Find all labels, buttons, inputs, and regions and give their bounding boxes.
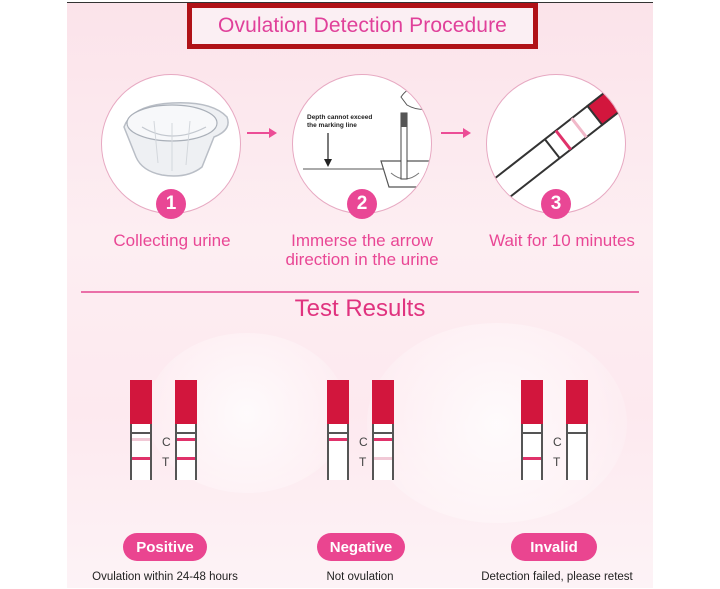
procedure-title: Ovulation Detection Procedure: [218, 14, 507, 37]
svg-text:the marking line: the marking line: [307, 122, 357, 129]
arrow-right-icon: [441, 128, 471, 138]
background-glow: [367, 323, 627, 523]
step-2-label-line-1: Immerse the arrow: [291, 231, 433, 250]
positive-description: Ovulation within 24-48 hours: [92, 571, 238, 583]
negative-description: Not ovulation: [326, 571, 394, 583]
t-marker: T: [359, 455, 367, 469]
c-marker: C: [553, 435, 562, 449]
step-2-number-badge: 2: [347, 189, 377, 219]
t-line-faint: [374, 457, 392, 460]
urine-cup-icon: [123, 102, 229, 177]
arrow-right-icon: [247, 128, 277, 138]
negative-badge: Negative: [317, 533, 405, 561]
step-2-label: Immerse the arrow direction in the urine: [272, 231, 452, 269]
c-line: [374, 438, 392, 441]
step-3-label: Wait for 10 minutes: [489, 231, 635, 250]
c-line: [329, 438, 347, 441]
test-results-title: Test Results: [294, 295, 426, 322]
test-strip: [327, 380, 349, 480]
test-strip: [130, 380, 152, 480]
step-3-number-badge: 3: [541, 189, 571, 219]
t-line: [523, 457, 541, 460]
ovulation-test-poster: Ovulation Detection Procedure 1 Collecti…: [67, 2, 653, 588]
t-line: [177, 457, 195, 460]
c-marker: C: [359, 435, 368, 449]
t-marker: T: [162, 455, 170, 469]
step-1-number-badge: 1: [156, 189, 186, 219]
step-2-label-line-2: direction in the urine: [285, 250, 439, 269]
c-line-faint: [132, 438, 150, 441]
step-2-number: 2: [356, 193, 368, 214]
positive-badge: Positive: [123, 533, 207, 561]
step-1-number: 1: [165, 193, 177, 214]
step-1-image-circle: [101, 74, 241, 214]
procedure-title-box: Ovulation Detection Procedure: [187, 3, 538, 49]
test-strip: [175, 380, 197, 480]
test-strip: [521, 380, 543, 480]
t-marker: T: [553, 455, 561, 469]
svg-text:Depth cannot exceed: Depth cannot exceed: [307, 114, 372, 121]
t-line: [132, 457, 150, 460]
step-3-number: 3: [550, 193, 562, 214]
test-strip: [372, 380, 394, 480]
invalid-description: Detection failed, please retest: [481, 571, 633, 583]
test-strip: [566, 380, 588, 480]
invalid-badge: Invalid: [511, 533, 597, 561]
c-marker: C: [162, 435, 171, 449]
section-divider: [81, 291, 639, 293]
c-line: [177, 438, 195, 441]
step-1-label: Collecting urine: [113, 231, 231, 250]
strip-in-cup-icon: Depth cannot exceed the marking line: [303, 87, 431, 188]
